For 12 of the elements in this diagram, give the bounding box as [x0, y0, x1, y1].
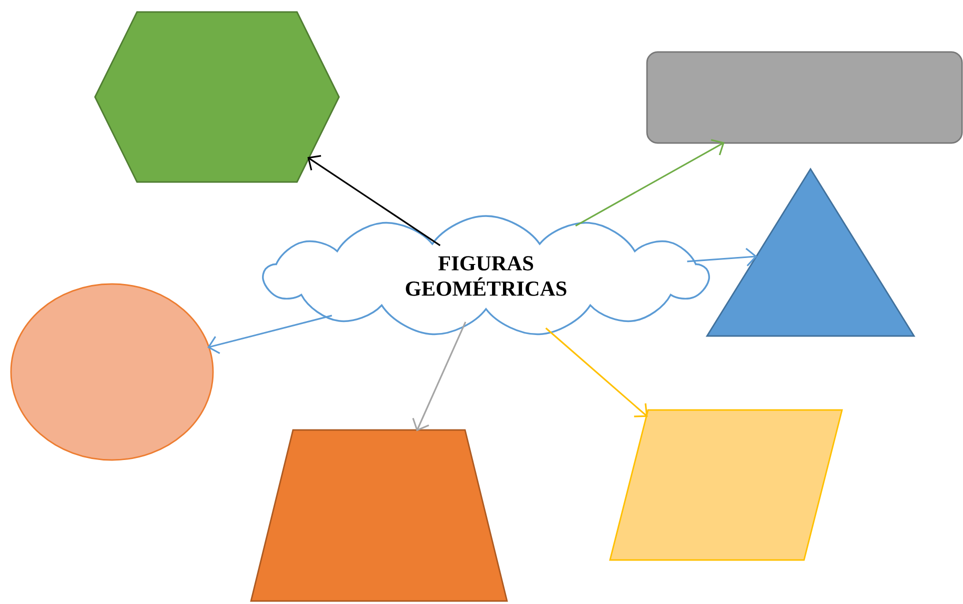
arrow: [307, 155, 441, 246]
cloud: FIGURAS GEOMÉTRICAS: [262, 215, 710, 336]
parallelogram: [609, 409, 843, 561]
rounded-rectangle: [646, 51, 963, 144]
arrow: [687, 248, 758, 266]
trapezoid: [250, 429, 508, 602]
hexagon: [94, 11, 340, 183]
arrow: [545, 328, 648, 418]
ellipse: [10, 283, 214, 461]
arrow: [412, 322, 466, 432]
arrow: [575, 139, 725, 226]
arrow: [207, 314, 332, 354]
